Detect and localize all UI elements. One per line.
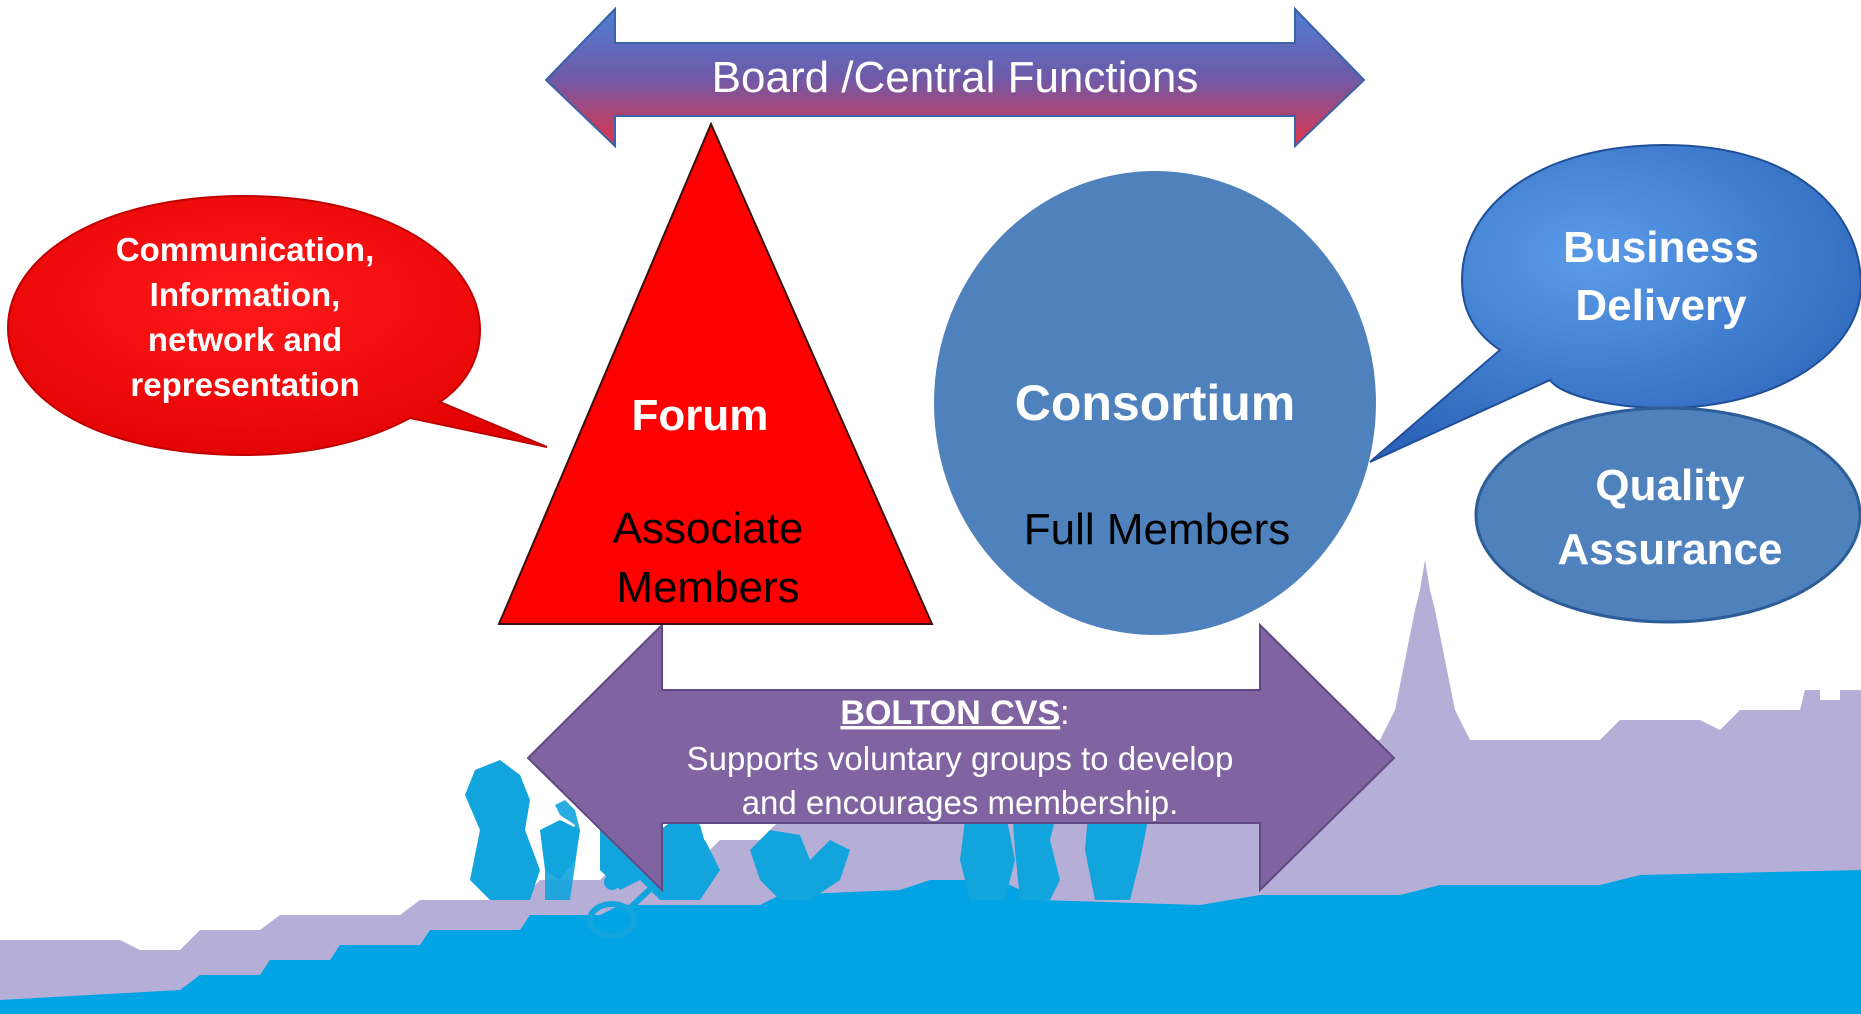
bolton-title: BOLTON CVS [840,694,1060,732]
forum-title: Forum [632,391,769,440]
speech-left-line-2: Information, [150,276,341,313]
board-arrow: Board /Central Functions [544,6,1366,149]
bolton-arrow-shape [526,622,1396,893]
speech-left-line-3: network and [148,321,342,358]
bolton-line-1: Supports voluntary groups to develop [687,740,1234,777]
speech-right-line-1: Business [1563,223,1759,272]
speech-bubble-right: Business Delivery [1369,143,1861,463]
forum-triangle-shape [497,121,934,625]
consortium-circle: Consortium Full Members [934,171,1376,635]
board-arrow-shape [544,6,1366,149]
speech-bubble-right-shape [1369,143,1861,463]
speech-right-line-2: Delivery [1575,281,1747,330]
quality-ellipse-shape [1474,406,1861,624]
racket-icon [587,877,663,939]
forum-members-line-2: Members [616,563,799,612]
consortium-title: Consortium [1015,375,1296,431]
bolton-heading: BOLTON CVS: [840,694,1069,732]
consortium-circle-shape [934,171,1376,635]
speech-left-line-4: representation [130,366,359,403]
bolton-line-2: and encourages membership. [742,784,1179,821]
quality-line-2: Assurance [1557,525,1782,574]
speech-bubble-left: Communication, Information, network and … [6,194,548,457]
bolton-colon: : [1060,694,1069,732]
quality-line-1: Quality [1595,461,1745,510]
consortium-members: Full Members [1024,505,1291,554]
forum-triangle: Forum Associate Members [497,121,934,625]
skyline-blue [0,870,1861,1014]
bolton-arrow: BOLTON CVS: Supports voluntary groups to… [526,622,1396,893]
quality-ellipse: Quality Assurance [1474,406,1861,624]
speech-left-line-1: Communication, [116,231,375,268]
speech-bubble-left-shape [6,194,548,457]
board-label: Board /Central Functions [712,53,1199,102]
forum-members-line-1: Associate [613,504,804,553]
